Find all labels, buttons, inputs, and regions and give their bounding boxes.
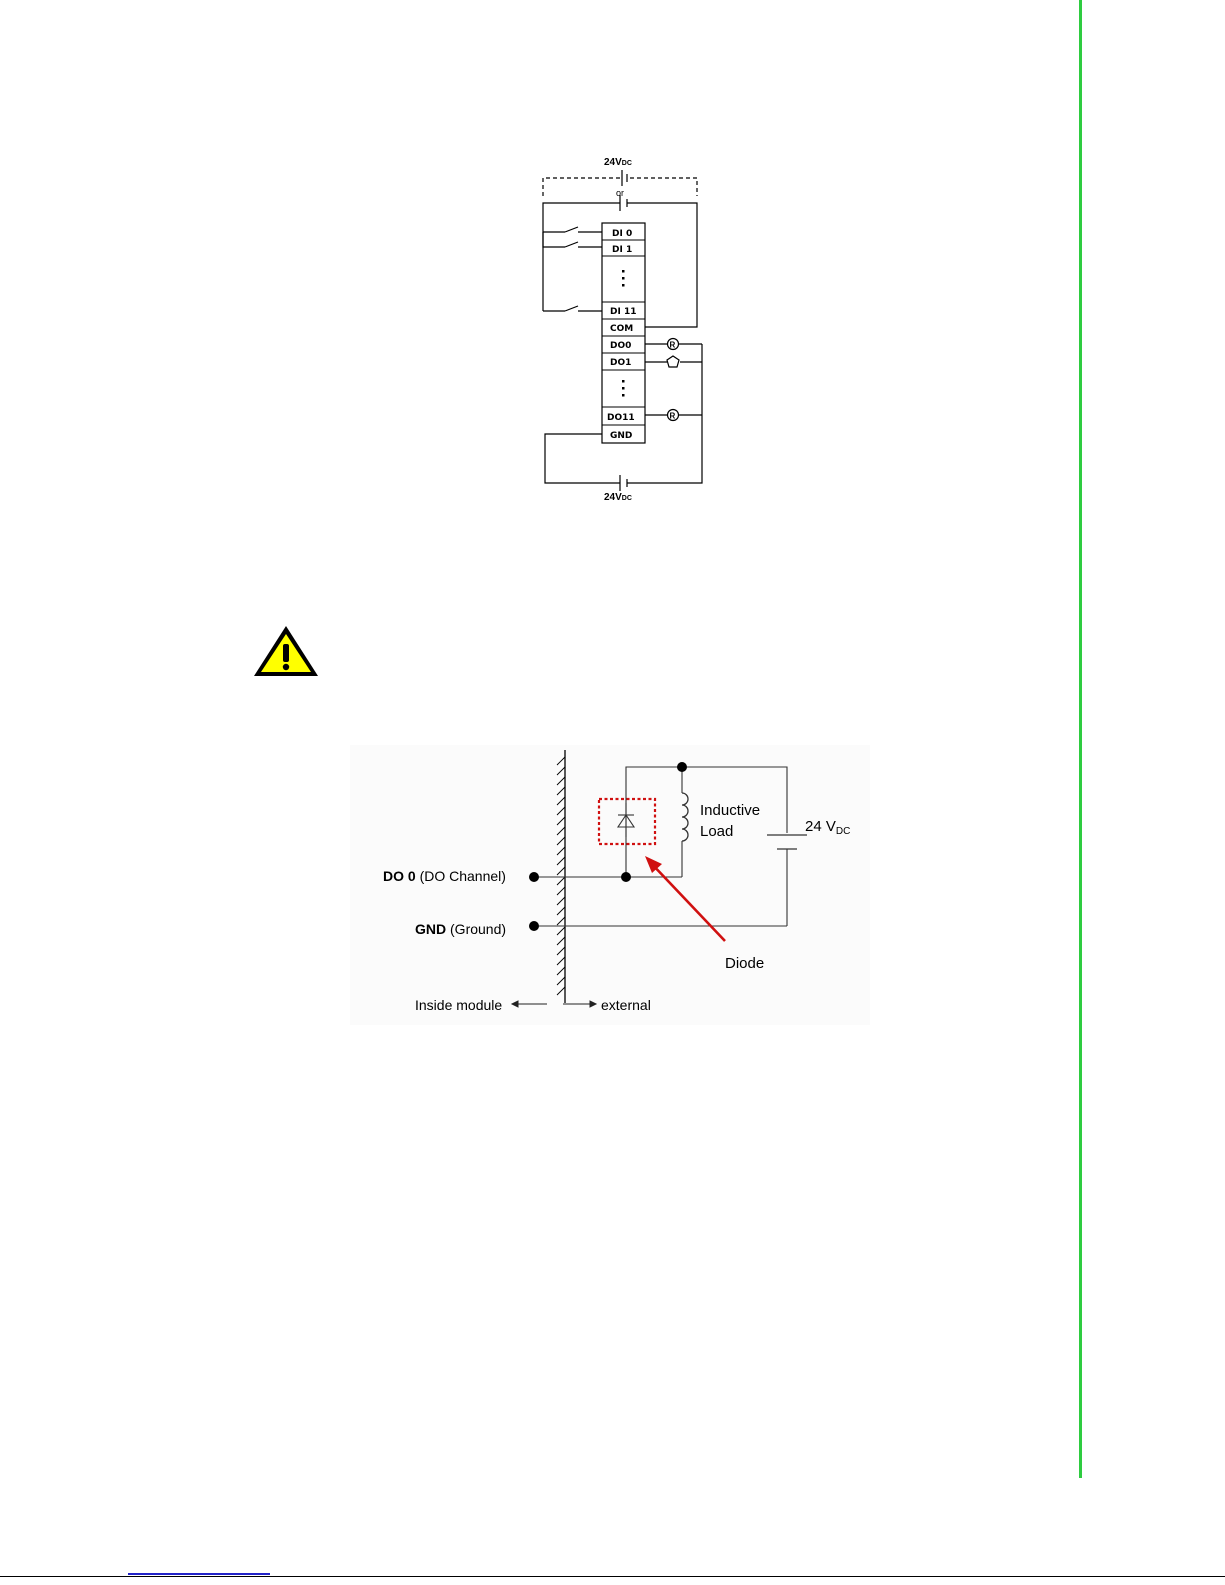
page-edge-rule xyxy=(1079,0,1082,1478)
external-label: external xyxy=(601,997,651,1013)
di-switches xyxy=(543,227,602,311)
top-supply-label: 24VDC xyxy=(604,157,632,168)
gnd-label: GND (Ground) xyxy=(415,921,506,937)
bottom-supply-label: 24VDC xyxy=(604,492,632,503)
terminal-do11: DO11 xyxy=(607,413,635,423)
terminal-do0: DO0 xyxy=(610,341,631,351)
lamp-icon-do1 xyxy=(667,356,679,367)
terminal-gnd: GND xyxy=(610,431,632,441)
terminal-di1: DI 1 xyxy=(612,245,632,255)
footer-link-underline[interactable] xyxy=(128,1573,270,1575)
terminal-di11: DI 11 xyxy=(610,307,636,317)
terminal-com: COM xyxy=(610,324,633,334)
svg-text:R: R xyxy=(670,341,676,350)
diode-label: Diode xyxy=(725,955,764,972)
terminal-block: DI 0 DI 1 DI 11 COM DO0 DO1 DO11 GND xyxy=(602,223,645,443)
relay-icon-do11: R xyxy=(668,410,679,421)
relay-icon-do0: R xyxy=(668,339,679,350)
io-wiring-diagram: 24VDC or DI 0 DI 1 xyxy=(530,150,720,510)
footer-rule xyxy=(0,1576,1225,1577)
di-ellipsis xyxy=(622,270,625,287)
do-ellipsis xyxy=(622,380,625,397)
svg-text:R: R xyxy=(670,412,676,421)
do-channel-label: DO 0 (DO Channel) xyxy=(383,868,506,884)
terminal-di0: DI 0 xyxy=(612,229,632,239)
warning-triangle-icon xyxy=(252,624,320,678)
terminal-do1: DO1 xyxy=(610,358,631,368)
inside-module-label: Inside module xyxy=(415,997,502,1013)
